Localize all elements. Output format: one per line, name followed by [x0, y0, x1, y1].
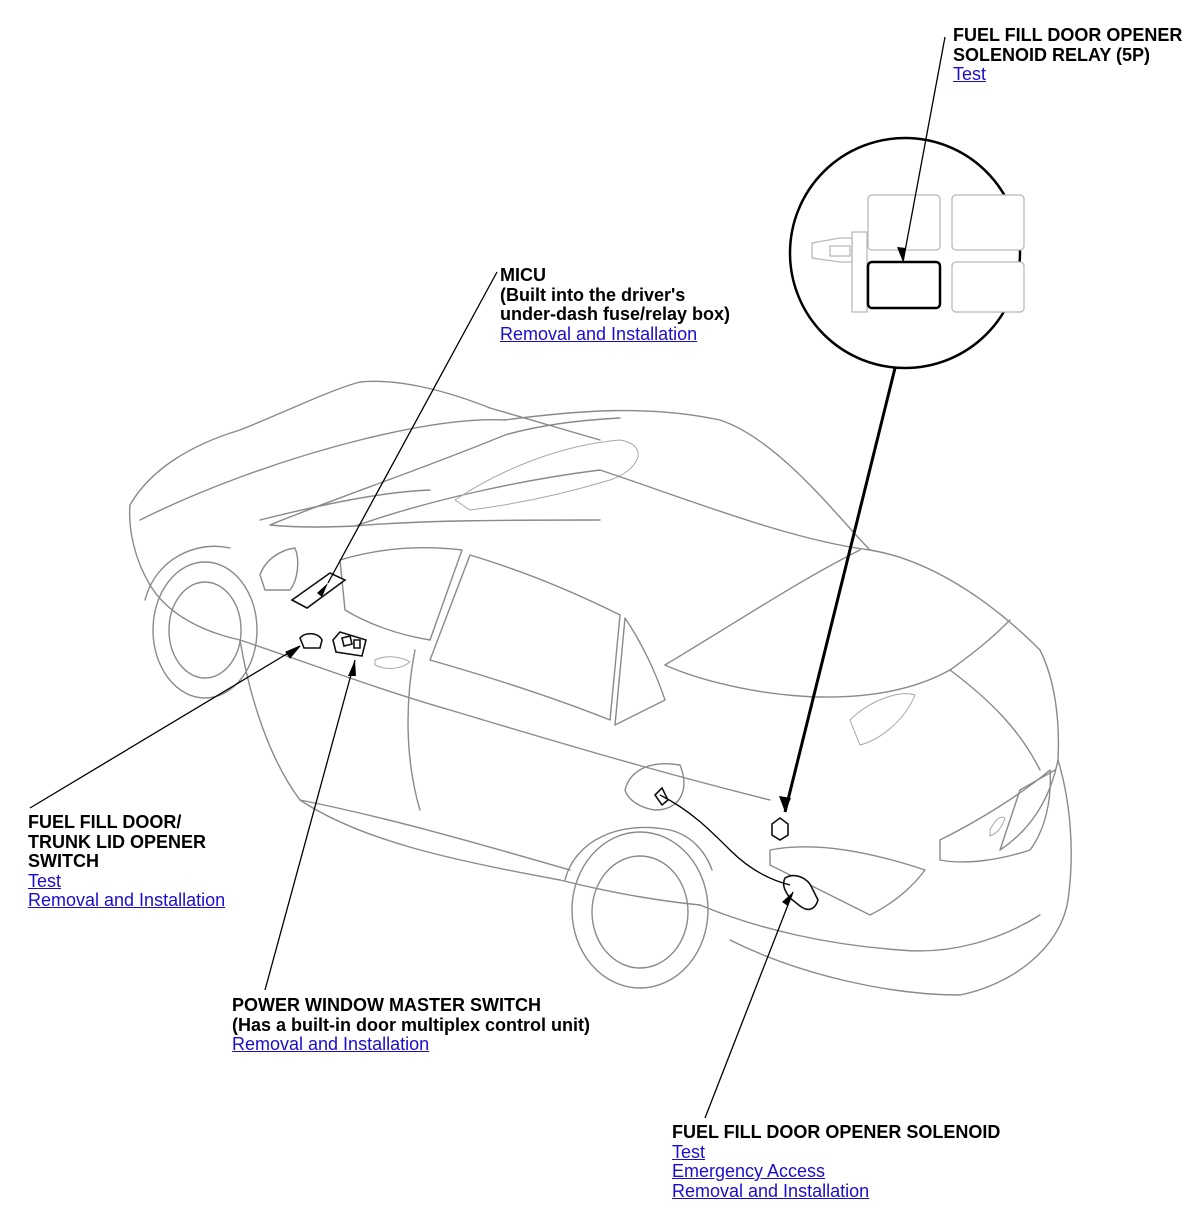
relay-location-hexagon — [771, 817, 789, 841]
test-link[interactable]: Test — [953, 64, 987, 84]
callout-title: POWER WINDOW MASTER SWITCH (Has a built-… — [232, 995, 590, 1035]
leader-arrowheads — [285, 247, 906, 906]
callout-fuel-fill-door-trunk-lid-opener-switch: FUEL FILL DOOR/ TRUNK LID OPENER SWITCH … — [28, 812, 226, 911]
callout-fuel-fill-door-opener-solenoid: FUEL FILL DOOR OPENER SOLENOID Test Emer… — [672, 1122, 1001, 1201]
relay-detail-circle — [788, 136, 1025, 370]
removal-and-installation-link[interactable]: Removal and Installation — [500, 323, 698, 344]
car-outline — [128, 380, 1072, 996]
fuel-fill-door-cable — [659, 794, 791, 886]
emergency-access-link[interactable]: Emergency Access — [672, 1161, 826, 1181]
removal-and-installation-link[interactable]: Removal and Installation — [232, 1034, 430, 1054]
fuel-fill-door-trunk-lid-opener-switch — [299, 632, 323, 649]
test-link[interactable]: Test — [28, 870, 62, 891]
callout-title: MICU (Built into the driver's under-dash… — [500, 265, 731, 324]
removal-and-installation-link[interactable]: Removal and Installation — [28, 890, 226, 910]
removal-and-installation-link[interactable]: Removal and Installation — [672, 1180, 870, 1201]
test-link[interactable]: Test — [672, 1141, 706, 1162]
leader-lines — [29, 36, 946, 1119]
callout-title: FUEL FILL DOOR OPENER SOLENOID RELAY (5P… — [953, 25, 1183, 65]
fuel-fill-door-opener-solenoid-relay — [866, 260, 942, 310]
callout-micu: MICU (Built into the driver's under-dash… — [500, 265, 731, 344]
callout-power-window-master-switch: POWER WINDOW MASTER SWITCH (Has a built-… — [232, 995, 590, 1055]
callout-fuel-fill-door-opener-solenoid-relay: FUEL FILL DOOR OPENER SOLENOID RELAY (5P… — [953, 25, 1183, 85]
fuel-fill-door-opener-solenoid — [653, 786, 819, 911]
callout-title: FUEL FILL DOOR OPENER SOLENOID — [672, 1122, 1001, 1142]
micu-unit — [290, 572, 347, 609]
power-window-master-switch — [332, 631, 367, 657]
callout-title: FUEL FILL DOOR/ TRUNK LID OPENER SWITCH — [28, 812, 207, 871]
